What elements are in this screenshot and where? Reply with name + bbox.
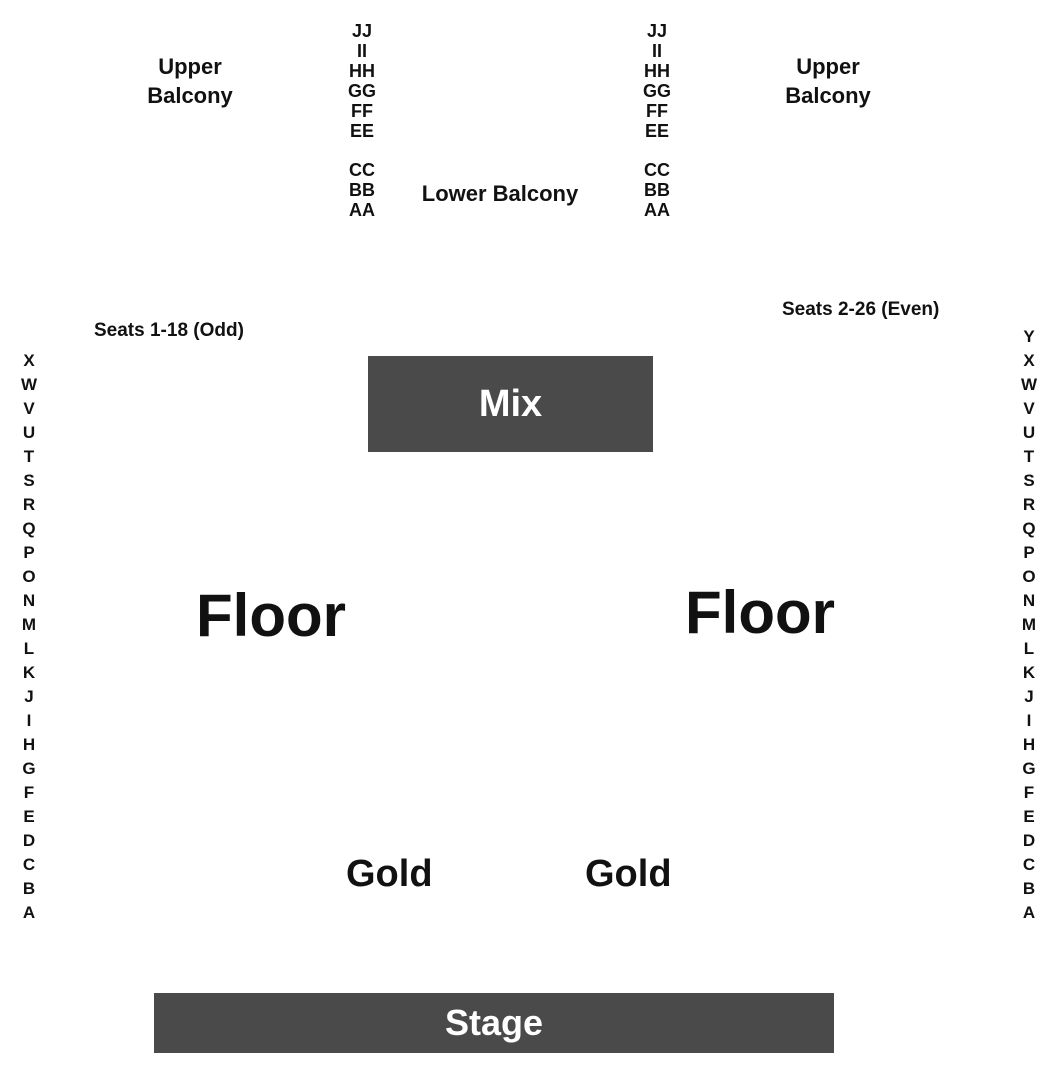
balcony-row-label: II (356, 41, 367, 61)
balcony-right-upper-rows: JJ II HH GG FF EE (635, 21, 679, 141)
balcony-row-label: JJ (351, 21, 373, 41)
balcony-row-label: GG (642, 81, 671, 101)
upper-balcony-right-line-1: Upper (796, 54, 860, 79)
row-letter: U (22, 423, 36, 442)
row-letter: I (1026, 711, 1032, 730)
row-letter: W (20, 375, 38, 394)
balcony-row-label: BB (349, 180, 375, 200)
balcony-row-label: GG (347, 81, 376, 101)
balcony-row-label: EE (349, 121, 374, 141)
row-letter: Q (1022, 519, 1036, 538)
row-letter: F (23, 783, 35, 802)
balcony-row-label: FF (646, 101, 668, 121)
upper-balcony-right-line-2: Balcony (785, 83, 871, 108)
row-letter: D (1022, 831, 1036, 850)
upper-balcony-left-line-1: Upper (158, 54, 222, 79)
gold-left-label[interactable]: Gold (346, 853, 433, 895)
balcony-right-lower-rows: CC BB AA (635, 160, 679, 220)
row-letter: G (1022, 759, 1036, 778)
row-letter: B (1022, 879, 1036, 898)
row-letter: O (1022, 567, 1036, 586)
balcony-row-label: HH (644, 61, 670, 81)
row-letter: H (22, 735, 36, 754)
row-letter: T (23, 447, 35, 466)
balcony-row-label: BB (644, 180, 670, 200)
upper-balcony-left-label: Upper Balcony (130, 52, 250, 110)
row-letter: R (22, 495, 36, 514)
upper-balcony-right-label: Upper Balcony (768, 52, 888, 110)
row-letter: X (23, 351, 35, 370)
row-letter: W (1020, 375, 1038, 394)
row-letter: C (22, 855, 36, 874)
mix-block[interactable]: Mix (368, 356, 653, 452)
row-letter: B (22, 879, 36, 898)
balcony-row-label: EE (644, 121, 669, 141)
gold-right-label[interactable]: Gold (585, 853, 672, 895)
row-letter: Y (1023, 327, 1035, 346)
row-letter: S (23, 471, 35, 490)
balcony-row-label: CC (349, 160, 375, 180)
row-letter: P (1023, 543, 1035, 562)
row-letter: A (22, 903, 36, 922)
row-letter: G (22, 759, 36, 778)
row-letter: P (23, 543, 35, 562)
balcony-row-label: AA (644, 200, 670, 220)
balcony-row-label: AA (349, 200, 375, 220)
row-letter: U (1022, 423, 1036, 442)
mix-label: Mix (478, 382, 543, 425)
row-letter: H (1022, 735, 1036, 754)
row-letter: X (1023, 351, 1035, 370)
balcony-row-label: II (651, 41, 662, 61)
lower-balcony-label: Lower Balcony (421, 181, 579, 206)
floor-left-label[interactable]: Floor (196, 582, 346, 649)
row-letter: F (1023, 783, 1035, 802)
row-letter: A (1022, 903, 1036, 922)
balcony-row-label: CC (644, 160, 670, 180)
row-letter: I (26, 711, 32, 730)
stage-block: Stage (154, 993, 834, 1053)
row-letter: K (22, 663, 36, 682)
row-letter: C (1022, 855, 1036, 874)
row-letter: D (22, 831, 36, 850)
row-letter: N (22, 591, 36, 610)
row-letter: K (1022, 663, 1036, 682)
row-letter: O (22, 567, 36, 586)
balcony-row-label: JJ (646, 21, 668, 41)
row-letter: T (1023, 447, 1035, 466)
row-letter: L (1023, 639, 1035, 658)
row-letter: J (24, 687, 34, 706)
row-letter: E (1023, 807, 1035, 826)
row-letter: R (1022, 495, 1036, 514)
balcony-row-label: FF (351, 101, 373, 121)
row-letter: V (1023, 399, 1035, 418)
balcony-left-lower-rows: CC BB AA (340, 160, 384, 220)
balcony-row-label: HH (349, 61, 375, 81)
row-letter: S (1023, 471, 1035, 490)
stage-label: Stage (444, 1002, 544, 1043)
balcony-left-upper-rows: JJ II HH GG FF EE (340, 21, 384, 141)
seats-left-label: Seats 1-18 (Odd) (94, 320, 244, 341)
row-letter: E (23, 807, 35, 826)
row-letter: M (21, 615, 37, 634)
row-letter: L (23, 639, 35, 658)
row-letter: N (1022, 591, 1036, 610)
row-letter: M (1021, 615, 1037, 634)
seats-right-label: Seats 2-26 (Even) (782, 299, 940, 320)
row-letter: J (1024, 687, 1034, 706)
row-letter: V (23, 399, 35, 418)
upper-balcony-left-line-2: Balcony (147, 83, 233, 108)
floor-right-label[interactable]: Floor (685, 579, 835, 646)
row-letter: Q (22, 519, 36, 538)
